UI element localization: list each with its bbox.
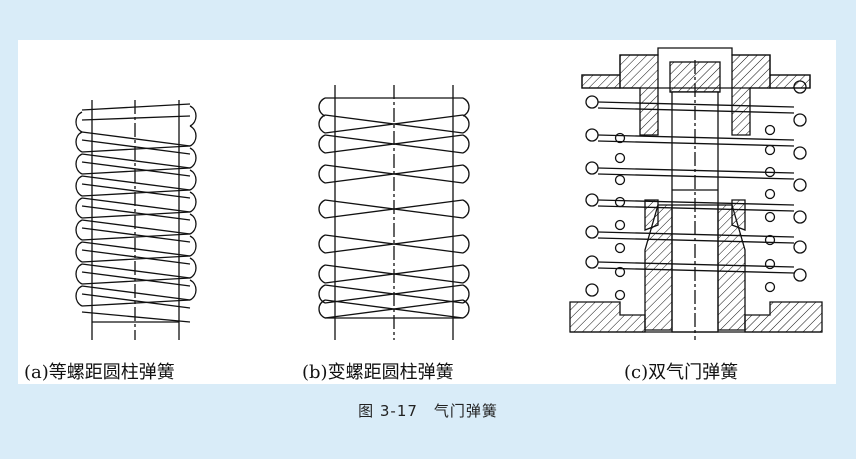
caption-b: (b)变螺距圆柱弹簧: [302, 362, 454, 383]
spring-seat: [569, 301, 823, 333]
caption-a: (a)等螺距圆柱弹簧: [24, 362, 175, 383]
figure-panel: (a)等螺距圆柱弹簧 (b)变螺距圆柱弹簧 (c)双气门弹簧: [18, 40, 836, 384]
figure-title: 图 3-17 气门弹簧: [358, 402, 498, 420]
spring-a-coil-group: [75, 125, 197, 309]
valve-guide: [644, 199, 746, 331]
double-valve-spring-drawing: [569, 47, 823, 340]
valve-stem: [671, 60, 719, 340]
spring-a-axes: [91, 100, 180, 340]
spring-a-bottom: [81, 311, 191, 323]
spring-b-axes: [334, 85, 454, 340]
equal-pitch-spring-drawing: [75, 100, 197, 340]
spring-b-coil-group: [318, 97, 470, 319]
caption-c: (c)双气门弹簧: [624, 362, 739, 383]
double-spring-coils: [585, 80, 807, 301]
spring-a-coils: [75, 103, 197, 133]
variable-pitch-spring-drawing: [318, 85, 470, 340]
